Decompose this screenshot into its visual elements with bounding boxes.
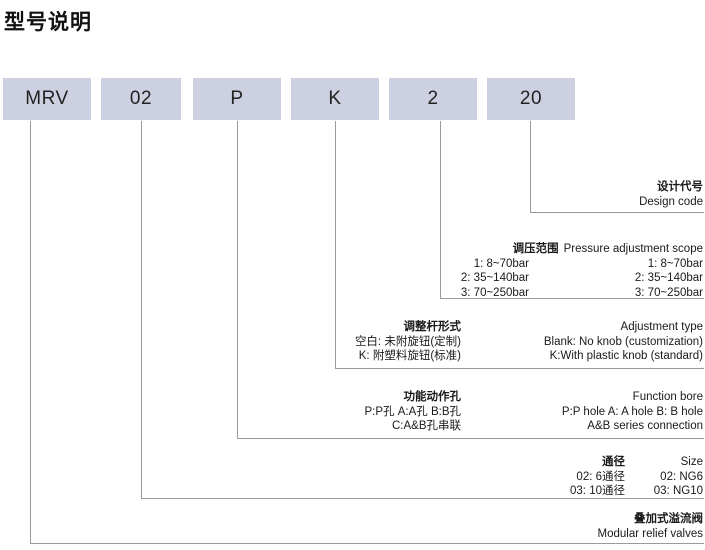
annotation-adjustment-type: 调整杆形式 Adjustment type 空白: 未附旋钮(定制) Blank…: [265, 320, 703, 364]
adjustment-heading-cn: 调整杆形式: [403, 321, 462, 333]
pressure-heading-cn: 调压范围: [512, 243, 559, 255]
code-box-pressure: 2: [389, 78, 477, 120]
annotation-size: 通径 Size 02: 6通径 02: NG6 03: 10通径 03: NG1…: [505, 455, 703, 499]
adjustment-row-2: K: 附塑料旋钮(标准) K:With plastic knob (standa…: [265, 349, 703, 364]
adjustment-row-1-en: Blank: No knob (customization): [543, 335, 703, 348]
adjustment-row-1: 空白: 未附旋钮(定制) Blank: No knob (customizati…: [265, 335, 703, 350]
annotation-pressure-adjustment-scope: 调压范围 Pressure adjustment scope 1: 8~70ba…: [377, 242, 703, 301]
bore-heading-en: Function bore: [632, 391, 703, 403]
bore-row-1-cn: P:P孔 A:A孔 B:B孔: [364, 405, 462, 418]
annotation-design-code: 设计代号 Design code: [639, 180, 703, 209]
bore-row-1-en: P:P hole A: A hole B: B hole: [561, 405, 703, 418]
size-row-2-cn: 03: 10通径: [570, 485, 625, 498]
pressure-row-1: 1: 8~70bar 1: 8~70bar: [377, 257, 703, 272]
adjustment-heading-row: 调整杆形式 Adjustment type: [265, 320, 704, 335]
size-row-1-en: 02: NG6: [660, 470, 703, 483]
bore-heading-row: 功能动作孔 Function bore: [265, 390, 704, 405]
bore-row-2: C:A&B孔串联 A&B series connection: [265, 419, 703, 434]
pressure-row-1-cn: 1: 8~70bar: [473, 257, 529, 270]
bore-heading-cn: 功能动作孔: [403, 391, 462, 403]
code-box-mrv: MRV: [3, 78, 91, 120]
size-row-2: 03: 10通径 03: NG10: [505, 484, 703, 499]
size-heading-row: 通径 Size: [505, 455, 703, 470]
design-code-heading-en: Design code: [639, 195, 703, 208]
size-heading-cn: 通径: [602, 456, 625, 468]
size-row-2-en: 03: NG10: [653, 485, 703, 498]
valve-heading-cn: 叠加式溢流阀: [634, 513, 703, 525]
pressure-row-1-en: 1: 8~70bar: [647, 257, 703, 270]
code-box-design: 20: [487, 78, 575, 120]
adjustment-row-2-en: K:With plastic knob (standard): [549, 350, 703, 363]
code-box-bore: P: [193, 78, 281, 120]
pressure-row-2: 2: 35~140bar 2: 35~140bar: [377, 271, 703, 286]
annotation-function-bore: 功能动作孔 Function bore P:P孔 A:A孔 B:B孔 P:P h…: [265, 390, 704, 434]
annotation-modular-relief-valves: 叠加式溢流阀 Modular relief valves: [598, 512, 703, 541]
adjustment-row-1-cn: 空白: 未附旋钮(定制): [354, 335, 461, 348]
size-row-1: 02: 6通径 02: NG6: [505, 470, 703, 485]
adjustment-heading-en: Adjustment type: [620, 321, 703, 333]
valve-heading-en: Modular relief valves: [597, 527, 703, 540]
pressure-row-3-cn: 3: 70~250bar: [460, 287, 529, 300]
code-box-knob: K: [291, 78, 379, 120]
bore-row-2-en: A&B series connection: [587, 420, 703, 433]
bore-row-1: P:P孔 A:A孔 B:B孔 P:P hole A: A hole B: B h…: [265, 405, 704, 420]
code-box-size: 02: [101, 78, 181, 120]
pressure-heading-en: Pressure adjustment scope: [563, 243, 703, 255]
pressure-row-3: 3: 70~250bar 3: 70~250bar: [377, 286, 703, 301]
pressure-row-2-en: 2: 35~140bar: [634, 272, 703, 285]
adjustment-row-2-cn: K: 附塑料旋钮(标准): [358, 350, 461, 363]
page-title: 型号说明: [4, 11, 92, 34]
size-heading-en: Size: [680, 456, 703, 468]
pressure-heading-row: 调压范围 Pressure adjustment scope: [377, 242, 703, 257]
design-code-heading-cn: 设计代号: [657, 181, 703, 193]
pressure-row-3-en: 3: 70~250bar: [634, 287, 703, 300]
pressure-row-2-cn: 2: 35~140bar: [460, 272, 529, 285]
bore-row-2-cn: C:A&B孔串联: [391, 420, 461, 433]
leader-size: [141, 121, 704, 499]
size-row-1-cn: 02: 6通径: [576, 470, 625, 483]
